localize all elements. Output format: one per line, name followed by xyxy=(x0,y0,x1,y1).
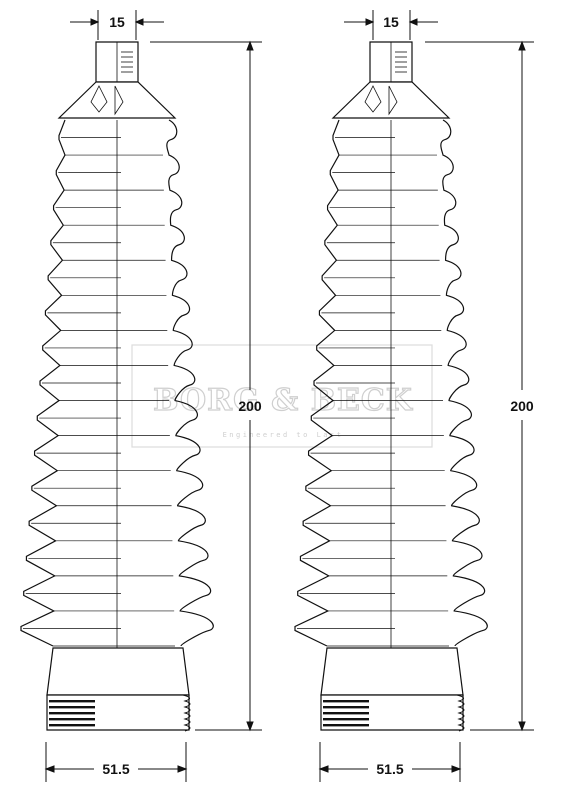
right-boot-clamp-band xyxy=(320,694,464,731)
right-boot-bellows-right-edge xyxy=(440,119,488,647)
left-top-diameter-label: 15 xyxy=(109,14,125,30)
left-boot-clamp-band xyxy=(46,694,190,731)
left-boot-collar xyxy=(46,647,190,696)
dimensions-right xyxy=(318,10,534,782)
left-boot-bellows-left-edge xyxy=(20,119,66,647)
watermark-tagline: Engineered to Last xyxy=(223,431,344,439)
right-boot-bellows-left-edge xyxy=(294,119,340,647)
left-boot-shoulder xyxy=(57,81,177,119)
dimensions-left xyxy=(44,10,262,782)
left-length-label: 200 xyxy=(238,398,262,414)
left-boot-bellows-right-edge xyxy=(166,119,214,647)
right-boot-collar xyxy=(320,647,464,696)
left-bottom-diameter-label: 51.5 xyxy=(102,761,129,777)
boot-right xyxy=(294,41,488,732)
watermark-frame xyxy=(131,344,433,448)
right-boot-shoulder xyxy=(331,81,451,119)
right-top-diameter-label: 15 xyxy=(383,14,399,30)
boot-left xyxy=(20,41,214,732)
right-length-label: 200 xyxy=(510,398,534,414)
right-bottom-diameter-label: 51.5 xyxy=(376,761,403,777)
